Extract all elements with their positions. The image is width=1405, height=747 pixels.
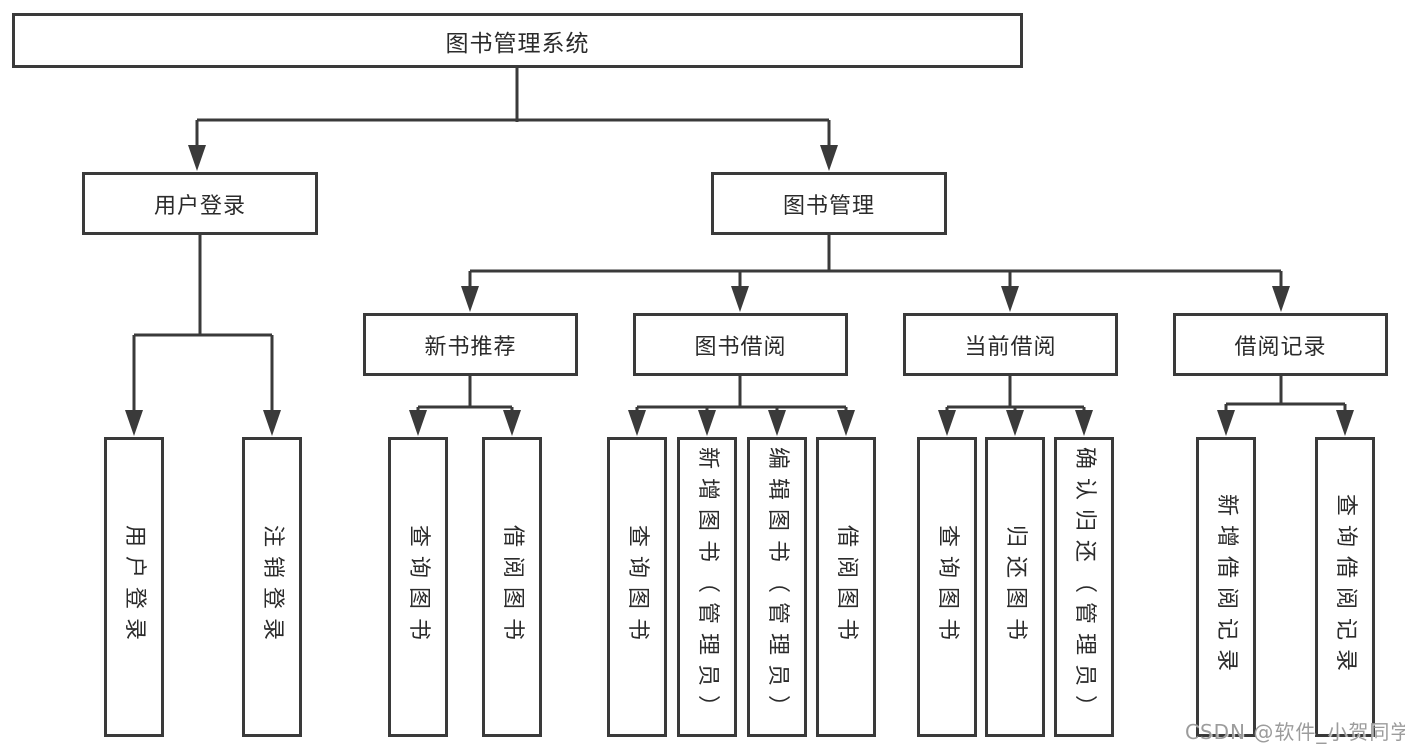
leaf-current-query-books: 查询图书: [917, 437, 977, 737]
node-book-management-label: 图书管理: [782, 193, 875, 219]
leaf-records-query-record: 查询借阅记录: [1315, 437, 1375, 737]
leaf-records-add-record: 新增借阅记录: [1196, 437, 1256, 737]
node-book-management: 图书管理: [711, 172, 947, 235]
node-new-book-recommend: 新书推荐: [363, 313, 578, 376]
node-current-borrow-label: 当前借阅: [964, 334, 1057, 360]
arrowheads: [125, 145, 1354, 436]
node-book-borrow: 图书借阅: [633, 313, 848, 376]
leaf-current-return-books: 归还图书: [985, 437, 1045, 737]
node-user-login: 用户登录: [82, 172, 318, 235]
node-root-label: 图书管理系统: [445, 30, 590, 57]
leaf-newbook-query-books: 查询图书: [388, 437, 448, 737]
node-current-borrow: 当前借阅: [903, 313, 1118, 376]
node-root: 图书管理系统: [12, 13, 1023, 68]
leaf-logout: 注销登录: [242, 437, 302, 737]
node-borrow-records-label: 借阅记录: [1234, 334, 1327, 360]
leaf-borrow-add-books: 新增图书（管理员）: [677, 437, 737, 737]
node-new-book-recommend-label: 新书推荐: [424, 334, 517, 360]
leaf-borrow-borrow-books: 借阅图书: [816, 437, 876, 737]
node-borrow-records: 借阅记录: [1173, 313, 1388, 376]
leaf-newbook-borrow-books: 借阅图书: [482, 437, 542, 737]
node-book-borrow-label: 图书借阅: [694, 334, 787, 360]
leaf-borrow-edit-books: 编辑图书（管理员）: [747, 437, 807, 737]
leaf-user-login: 用户登录: [104, 437, 164, 737]
leaf-current-confirm-return: 确认归还（管理员）: [1054, 437, 1114, 737]
watermark-text: CSDN @软件_小贺同学: [1185, 720, 1405, 744]
node-user-login-label: 用户登录: [153, 193, 246, 219]
leaf-borrow-query-books: 查询图书: [607, 437, 667, 737]
